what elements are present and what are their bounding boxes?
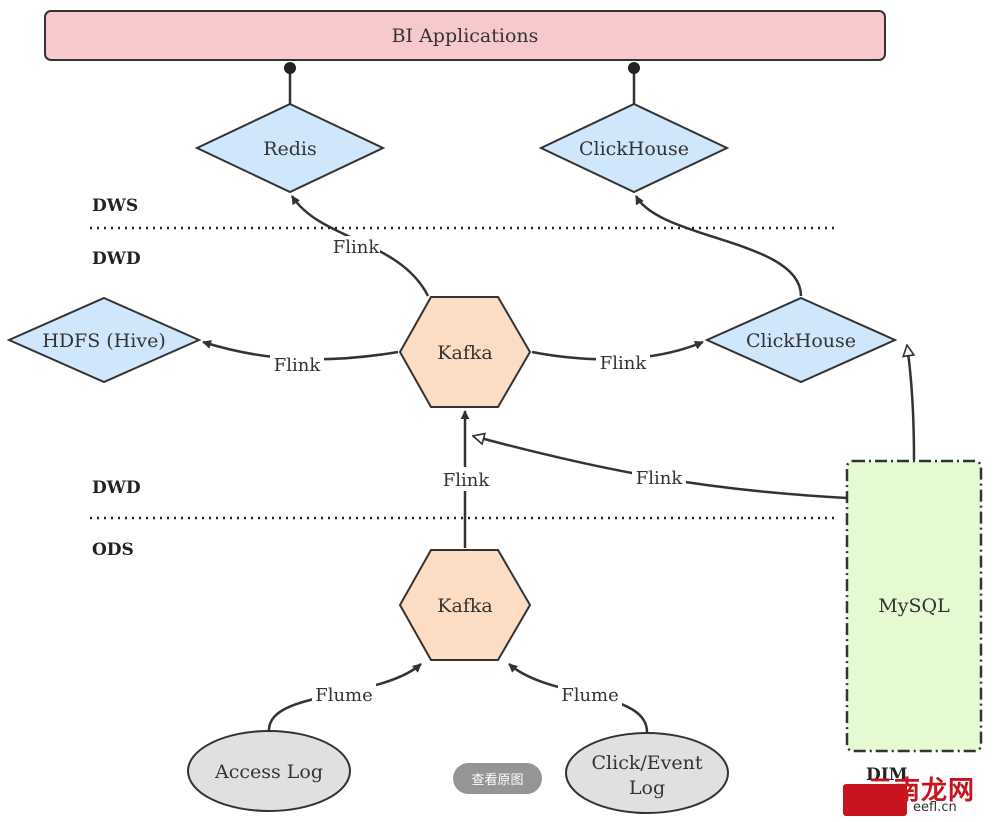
layer-label-dwd-top: DWD — [92, 249, 141, 269]
kafka-ods-node — [398, 549, 532, 661]
edge-clickhouse-dwd-to-clickhouse-top — [634, 195, 803, 297]
click-event-log-node — [565, 732, 729, 814]
watermark: 云南龙网 eefl.cn — [843, 770, 995, 818]
bi-applications-label: BI Applications — [392, 25, 539, 47]
kafka-dwd-node — [398, 296, 532, 408]
view-original-button[interactable]: 查看原图 — [453, 763, 542, 794]
kafka-ods-label: Kafka — [437, 595, 492, 617]
edge-label-flink-redis: Flink — [333, 237, 381, 258]
hdfs-hive-node — [6, 296, 202, 384]
clickhouse-dwd-label: ClickHouse — [746, 330, 856, 352]
mysql-label: MySQL — [878, 595, 950, 617]
edge-label-flink-hdfs: Flink — [274, 355, 322, 376]
edge-label-flink-clickhouse: Flink — [600, 353, 648, 374]
redis-label: Redis — [263, 138, 317, 160]
clickhouse-bi-connector-dot — [628, 62, 640, 74]
edge-label-flink-ods-dwd: Flink — [443, 470, 491, 491]
edge-label-flink-mysql: Flink — [636, 468, 684, 489]
access-log-node — [187, 730, 351, 812]
hdfs-hive-label: HDFS (Hive) — [42, 330, 166, 352]
clickhouse-top-label: ClickHouse — [579, 138, 689, 160]
redis-node — [194, 102, 386, 194]
layer-label-dws: DWS — [92, 196, 138, 216]
layer-label-dwd-bottom: DWD — [92, 478, 141, 498]
clickhouse-top-node — [538, 102, 730, 194]
edge-label-flume-access: Flume — [315, 685, 373, 706]
watermark-site: eefl.cn — [913, 800, 957, 815]
watermark-title: 云南龙网 — [867, 776, 976, 806]
edge-mysql-to-clickhouse — [907, 345, 916, 461]
layer-label-ods: ODS — [92, 540, 134, 560]
mysql-node — [845, 459, 983, 753]
clickhouse-dwd-node — [704, 296, 898, 384]
access-log-label: Access Log — [214, 761, 323, 783]
layer-label-dim: DIM — [866, 765, 908, 785]
edge-label-flume-click: Flume — [561, 685, 619, 706]
watermark-badge — [843, 784, 907, 816]
click-event-log-label-line2: Log — [629, 777, 665, 799]
kafka-dwd-label: Kafka — [437, 342, 492, 364]
click-event-log-label-line1: Click/Event — [592, 752, 703, 774]
redis-bi-connector-dot — [284, 62, 296, 74]
bi-applications-box — [44, 10, 886, 61]
